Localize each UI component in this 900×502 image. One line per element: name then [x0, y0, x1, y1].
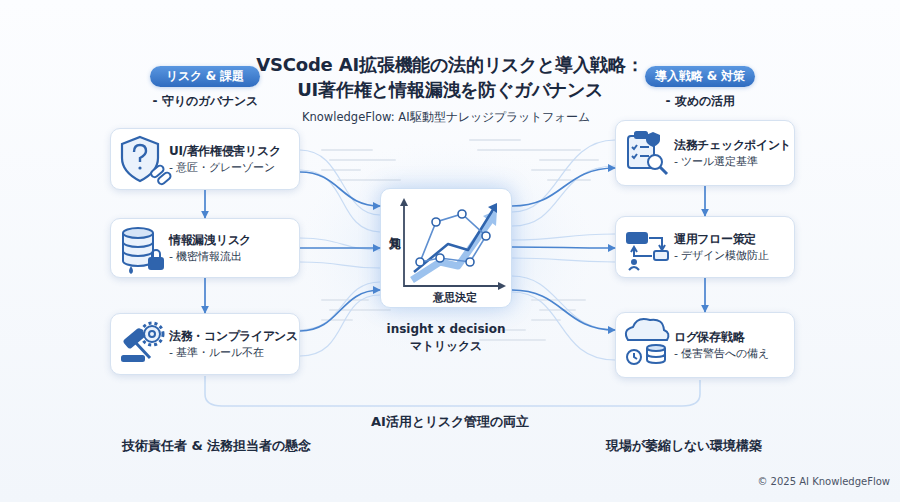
- risk-box: 情報漏洩リスク- 機密情報流出: [110, 218, 300, 278]
- flow-arrow: [300, 290, 380, 331]
- box-heading: 知見: [386, 227, 403, 231]
- code-texture: [322, 140, 598, 340]
- box-subtext: - 攻めの活用: [605, 93, 795, 110]
- risk-box: 法務・コンプライアンス- 基準・ルール不在: [110, 313, 300, 375]
- bottom-loop: [205, 376, 700, 406]
- code-texture-part: [532, 150, 598, 320]
- section-pill: リスク & 課題- 守りのガバナンス: [150, 66, 260, 87]
- risk-box: UI/著作権侵害リスク- 意匠・グレーゾーン: [110, 128, 300, 190]
- flow-lines-part: [512, 258, 615, 262]
- center-glow: [296, 140, 596, 360]
- flow-lines-part: [512, 166, 615, 226]
- flow-arrow: [512, 290, 615, 330]
- flow-arrow: [512, 168, 615, 206]
- flow-lines-part: [512, 276, 615, 330]
- flow-lines-part: [512, 234, 615, 240]
- box-subtext: - 基準・ルール不在: [169, 345, 297, 361]
- box-subtext: - 意匠・グレーゾーン: [169, 160, 297, 176]
- footer-note: 技術責任者 & 法務担当者の懸念: [122, 437, 382, 455]
- box-heading: 法務チェックポイント: [674, 136, 792, 154]
- section-pill: 導入戦略 & 対策- 攻めの活用: [645, 66, 755, 87]
- box-heading: UI/著作権侵害リスク: [169, 142, 297, 160]
- box-caption: insight x decision マトリックス: [361, 321, 531, 355]
- subtitle: KnowledgeFlow: AI駆動型ナレッジプラットフォーム: [302, 110, 592, 125]
- strategy-box: 運用フロー策定- デザイン模倣防止: [615, 216, 795, 278]
- box-subtext: - ツール選定基準: [674, 154, 792, 170]
- flow-lines-part: [300, 295, 380, 356]
- flow-arrow: [300, 247, 380, 249]
- flow-arrow: [204, 190, 206, 218]
- center-note: AI活用とリスク管理の両立: [300, 413, 600, 431]
- copyright: © 2025 AI KnowledgeFlow: [690, 476, 890, 487]
- box-subtext: - 侵害警告への備え: [674, 346, 792, 362]
- box-heading: 情報漏洩リスク: [169, 231, 297, 249]
- flow-arrow: [204, 278, 206, 313]
- flow-lines-part: [300, 262, 380, 268]
- box-subtext: - 機密情報流出: [169, 249, 297, 265]
- box-subtext: - デザイン模倣防止: [674, 248, 792, 264]
- box-subtext: - 守りのガバナンス: [110, 93, 300, 110]
- flow-lines-part: [300, 150, 380, 215]
- box-heading: 導入戦略 & 対策: [655, 68, 746, 85]
- box-heading: ログ保存戦略: [674, 328, 792, 346]
- box-subtext: 意思決定: [405, 290, 505, 305]
- flow-lines-part: [300, 282, 380, 330]
- box-heading: 運用フロー策定: [674, 230, 792, 248]
- strategy-box: ログ保存戦略- 侵害警告への備え: [615, 312, 795, 378]
- flow-lines-part: [300, 170, 380, 232]
- strategy-box: 法務チェックポイント- ツール選定基準: [615, 120, 795, 186]
- footer-note: 現場が萎縮しない環境構築: [606, 437, 866, 455]
- box-heading: リスク & 課題: [166, 68, 245, 85]
- flow-lines: [300, 140, 615, 360]
- flow-arrow: [704, 278, 706, 312]
- flow-lines-part: [512, 292, 615, 360]
- matrix-box: 知見意思決定insight x decision マトリックス: [380, 188, 512, 308]
- flow-lines-part: [300, 238, 380, 250]
- flow-lines-part: [512, 140, 615, 212]
- flow-arrow: [300, 172, 380, 206]
- flow-arrow: [512, 247, 615, 248]
- flow-arrow: [704, 186, 706, 216]
- box-heading: 法務・コンプライアンス: [169, 327, 297, 345]
